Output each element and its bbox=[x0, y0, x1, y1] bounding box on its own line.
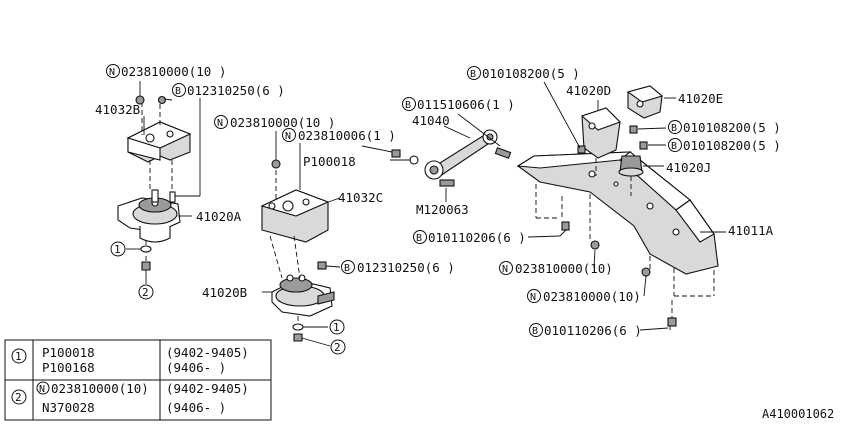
svg-text:(9402-9405): (9402-9405) bbox=[166, 345, 249, 360]
svg-text:1: 1 bbox=[114, 243, 121, 256]
svg-text:N: N bbox=[530, 292, 536, 303]
svg-text:023810000(10 ): 023810000(10 ) bbox=[230, 115, 335, 130]
label-b-012310250-mid: B 012310250(6 ) bbox=[341, 260, 455, 275]
bracket-41020d bbox=[577, 107, 621, 159]
svg-text:N: N bbox=[285, 131, 291, 142]
bracket-41032c bbox=[260, 189, 330, 243]
mount-41020a bbox=[117, 189, 181, 243]
bracket-41020e bbox=[626, 85, 664, 119]
label-n-023810000-a: N 023810000(10) bbox=[499, 261, 613, 276]
svg-text:N370028: N370028 bbox=[42, 400, 95, 415]
svg-text:B: B bbox=[532, 326, 538, 337]
svg-text:2: 2 bbox=[15, 391, 22, 404]
svg-text:B: B bbox=[671, 123, 677, 134]
mount-41020j bbox=[618, 155, 644, 177]
svg-text:010108200(5 ): 010108200(5 ) bbox=[683, 138, 781, 153]
label-41020a: 41020A bbox=[196, 209, 242, 224]
label-41032c: 41032C bbox=[338, 190, 383, 205]
label-n-023810000-mid: N 023810000(10 ) bbox=[214, 115, 335, 130]
svg-text:1: 1 bbox=[15, 350, 22, 363]
callout-1-mid: 1 bbox=[329, 319, 345, 335]
label-41020d: 41020D bbox=[566, 83, 611, 98]
svg-text:B: B bbox=[175, 86, 181, 97]
svg-text:012310250(6 ): 012310250(6 ) bbox=[187, 83, 285, 98]
label-n-023810006-mid: N 023810006(1 ) bbox=[282, 128, 396, 143]
svg-text:023810006(1 ): 023810006(1 ) bbox=[298, 128, 396, 143]
svg-text:P100168: P100168 bbox=[42, 360, 95, 375]
svg-text:N: N bbox=[502, 264, 508, 275]
svg-text:023810000(10): 023810000(10) bbox=[515, 261, 613, 276]
label-n-023810000-b: N 023810000(10) bbox=[527, 289, 641, 304]
svg-text:B: B bbox=[671, 141, 677, 152]
svg-text:N: N bbox=[109, 67, 115, 78]
mount-41020b bbox=[271, 274, 335, 317]
bracket-41032b bbox=[126, 121, 192, 163]
svg-text:023810000(10 ): 023810000(10 ) bbox=[121, 64, 226, 79]
callout-1-left: 1 bbox=[110, 241, 126, 257]
label-41011a: 41011A bbox=[728, 223, 774, 238]
svg-text:011510606(1 ): 011510606(1 ) bbox=[417, 97, 515, 112]
svg-text:(9402-9405): (9402-9405) bbox=[166, 381, 249, 396]
svg-text:N: N bbox=[39, 384, 45, 395]
svg-text:010110206(6 ): 010110206(6 ) bbox=[544, 323, 642, 338]
svg-text:N: N bbox=[217, 118, 223, 129]
svg-text:(9406- ): (9406- ) bbox=[166, 400, 226, 415]
svg-text:023810000(10): 023810000(10) bbox=[51, 381, 149, 396]
label-n-023810000-top-left: N 023810000(10 ) bbox=[106, 64, 226, 79]
label-41020e: 41020E bbox=[678, 91, 723, 106]
svg-text:2: 2 bbox=[334, 341, 341, 354]
label-41040: 41040 bbox=[412, 113, 450, 128]
label-41032b: 41032B bbox=[95, 102, 140, 117]
svg-text:2: 2 bbox=[142, 286, 149, 299]
label-m120063: M120063 bbox=[416, 202, 469, 217]
svg-text:010108200(5 ): 010108200(5 ) bbox=[482, 66, 580, 81]
svg-text:(9406- ): (9406- ) bbox=[166, 360, 226, 375]
rod-41040 bbox=[391, 129, 512, 187]
legend-row-1: 1 P100018 P100168 (9402-9405) (9406- ) bbox=[11, 345, 249, 375]
svg-text:023810000(10): 023810000(10) bbox=[543, 289, 641, 304]
svg-text:010108200(5 ): 010108200(5 ) bbox=[683, 120, 781, 135]
label-b-011510606: B 011510606(1 ) bbox=[402, 97, 515, 112]
label-b-010108200-a: B 010108200(5 ) bbox=[668, 120, 781, 135]
label-b-010110206-b: B 010110206(6 ) bbox=[529, 323, 642, 338]
svg-text:012310250(6 ): 012310250(6 ) bbox=[357, 260, 455, 275]
svg-text:B: B bbox=[416, 233, 422, 244]
callout-2-mid: 2 bbox=[330, 339, 346, 355]
label-41020j: 41020J bbox=[666, 160, 711, 175]
legend-row-2: 2 N 023810000(10) N370028 (9402-9405) (9… bbox=[11, 381, 249, 415]
diagram-id: A410001062 bbox=[762, 407, 834, 421]
svg-text:B: B bbox=[405, 100, 411, 111]
svg-text:010110206(6 ): 010110206(6 ) bbox=[428, 230, 526, 245]
legend-table: 1 P100018 P100168 (9402-9405) (9406- ) 2… bbox=[4, 339, 272, 421]
svg-text:B: B bbox=[470, 69, 476, 80]
label-b-012310250-top-left: B 012310250(6 ) bbox=[172, 83, 285, 98]
label-p100018: P100018 bbox=[303, 154, 356, 169]
svg-text:P100018: P100018 bbox=[42, 345, 95, 360]
callout-2-left: 2 bbox=[138, 284, 154, 300]
label-b-010110206-a: B 010110206(6 ) bbox=[413, 230, 526, 245]
label-41020b: 41020B bbox=[202, 285, 247, 300]
svg-text:B: B bbox=[344, 263, 350, 274]
svg-text:1: 1 bbox=[333, 321, 340, 334]
label-b-010108200-top: B 010108200(5 ) bbox=[467, 66, 580, 81]
label-b-010108200-b: B 010108200(5 ) bbox=[668, 138, 781, 153]
